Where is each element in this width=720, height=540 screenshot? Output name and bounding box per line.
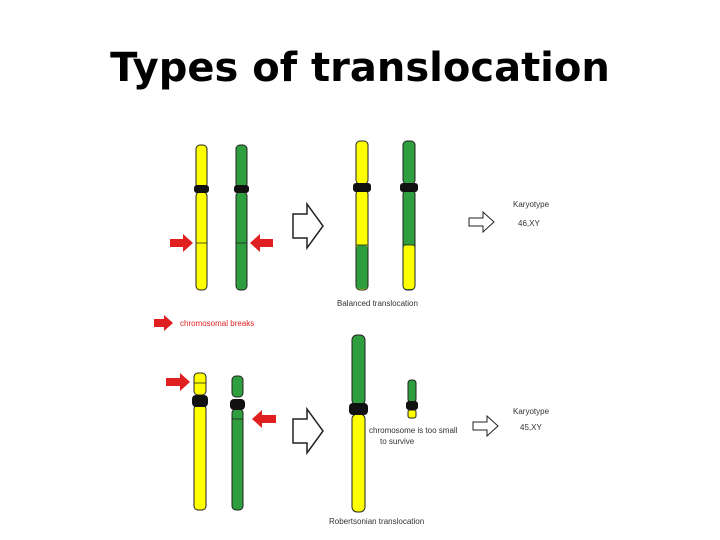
balanced-after-chromosome-2 [400,140,418,291]
robertsonian-small-chromosome [406,379,418,419]
slide-title: Types of translocation [110,45,610,91]
break-arrow-left-icon [252,410,276,428]
robertsonian-before-chromosome-yellow [192,372,208,511]
robertsonian-caption: Robertsonian translocation [329,517,424,526]
break-arrow-left-icon [250,234,273,252]
karyotype-arrow-icon [468,210,495,234]
balanced-after-chromosome-1 [353,140,371,291]
balanced-caption: Balanced translocation [337,299,418,308]
karyotype-arrow-icon [472,414,499,438]
robertsonian-before-chromosome-green [230,375,245,511]
hollow-arrow-icon [292,406,324,456]
robertsonian-fused-chromosome [349,334,368,513]
legend-break-arrow-icon [154,315,173,331]
balanced-karyotype-heading: Karyotype [513,200,550,209]
balanced-before-chromosome-yellow [194,144,209,291]
legend-label: chromosomal breaks [180,319,254,328]
balanced-karyotype-value: 46,XY [518,219,540,228]
break-arrow-right-icon [170,234,193,252]
robertsonian-note-line1: chromosome is too small [369,426,458,435]
hollow-arrow-icon [292,201,324,251]
break-arrow-right-icon [166,373,190,391]
robertsonian-karyotype-value: 45,XY [520,423,542,432]
balanced-before-chromosome-green [234,144,249,291]
robertsonian-note-line2: to survive [380,437,415,446]
robertsonian-karyotype-heading: Karyotype [513,407,550,416]
